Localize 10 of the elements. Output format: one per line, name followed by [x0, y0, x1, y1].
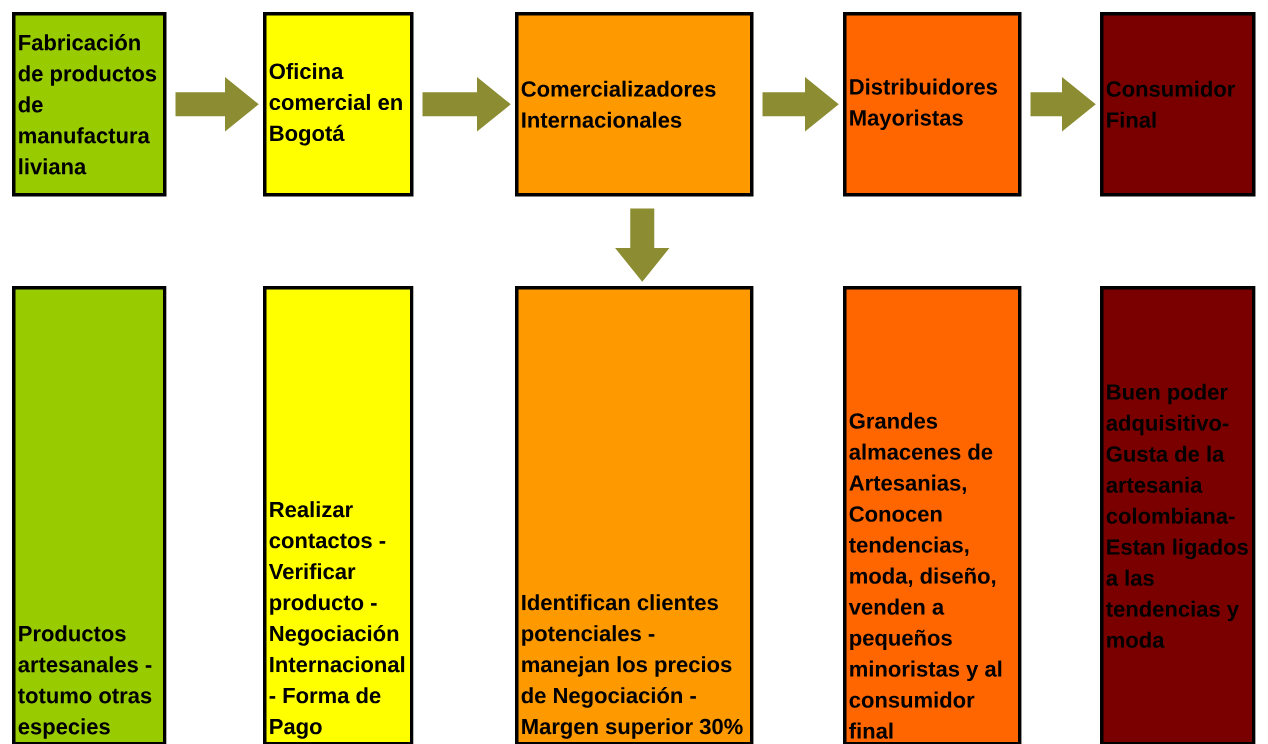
process-box: Fabricación de productos de manufactura liviana [12, 12, 167, 197]
process-box: Productos artesanales - totumo otras especies [12, 286, 167, 744]
process-box: Grandes almacenes de Artesanias, Conocen tendencias, moda, diseño, venden a pequeños minoristas y al consumidor final [843, 286, 1022, 744]
process-box: Oficina comercial en Bogotá [263, 12, 414, 197]
process-box: Realizar contactos - Verificar producto - Negociación Internacional - Forma de Pago [263, 286, 414, 744]
process-box: Buen poder adquisitivo- Gusta de la artesania colombiana- Estan ligados a las tendencias y moda [1100, 286, 1256, 744]
process-box: Distribuidores Mayoristas [843, 12, 1022, 197]
process-box: Identifican clientes potenciales - manejan los precios de Negociación - Margen superior 30% [515, 286, 754, 744]
process-box: Consumidor Final [1100, 12, 1256, 197]
process-box: Comercializadores Internacionales [515, 12, 754, 197]
